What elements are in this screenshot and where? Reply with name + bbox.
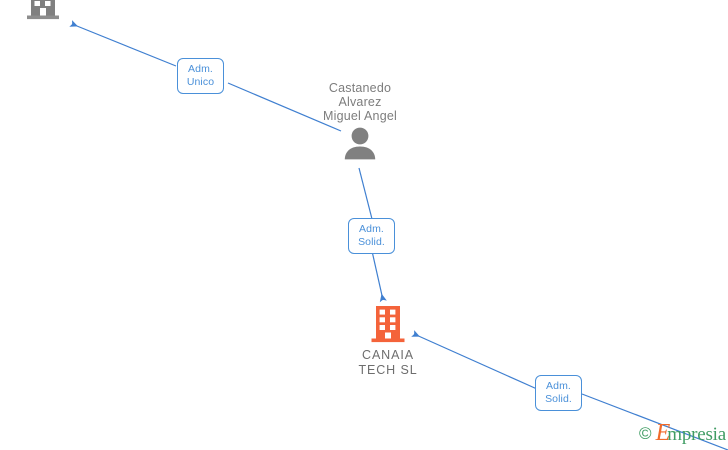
watermark-brand-rest: mpresia [667, 424, 726, 445]
node-canaia-tech-sl-label: CANAIA TECH SL [358, 348, 418, 377]
watermark-brand-initial: E [655, 420, 671, 446]
node-canaia-tech-sl[interactable]: CANAIA TECH SL [330, 303, 446, 378]
node-person-label: Castanedo Alvarez Miguel Angel [323, 81, 397, 123]
copyright-symbol: © [639, 424, 652, 443]
node-top-company[interactable] [18, 0, 68, 28]
relation-chip-adm-solid-bottom-right[interactable]: Adm. Solid. [535, 375, 582, 411]
watermark-empresia: © Empresia [639, 420, 726, 446]
building-icon [18, 0, 68, 28]
relation-chip-adm-solid-center[interactable]: Adm. Solid. [348, 218, 395, 254]
edge-adm-unico-to-top-company [69, 20, 177, 67]
person-icon [293, 125, 427, 161]
edge-adm-solid-to-canaia [371, 250, 387, 303]
node-person[interactable]: Castanedo Alvarez Miguel Angel [293, 81, 427, 161]
relation-chip-adm-unico[interactable]: Adm. Unico [177, 58, 224, 94]
building-icon [330, 303, 446, 345]
edge-person-to-adm-solid [358, 167, 373, 220]
